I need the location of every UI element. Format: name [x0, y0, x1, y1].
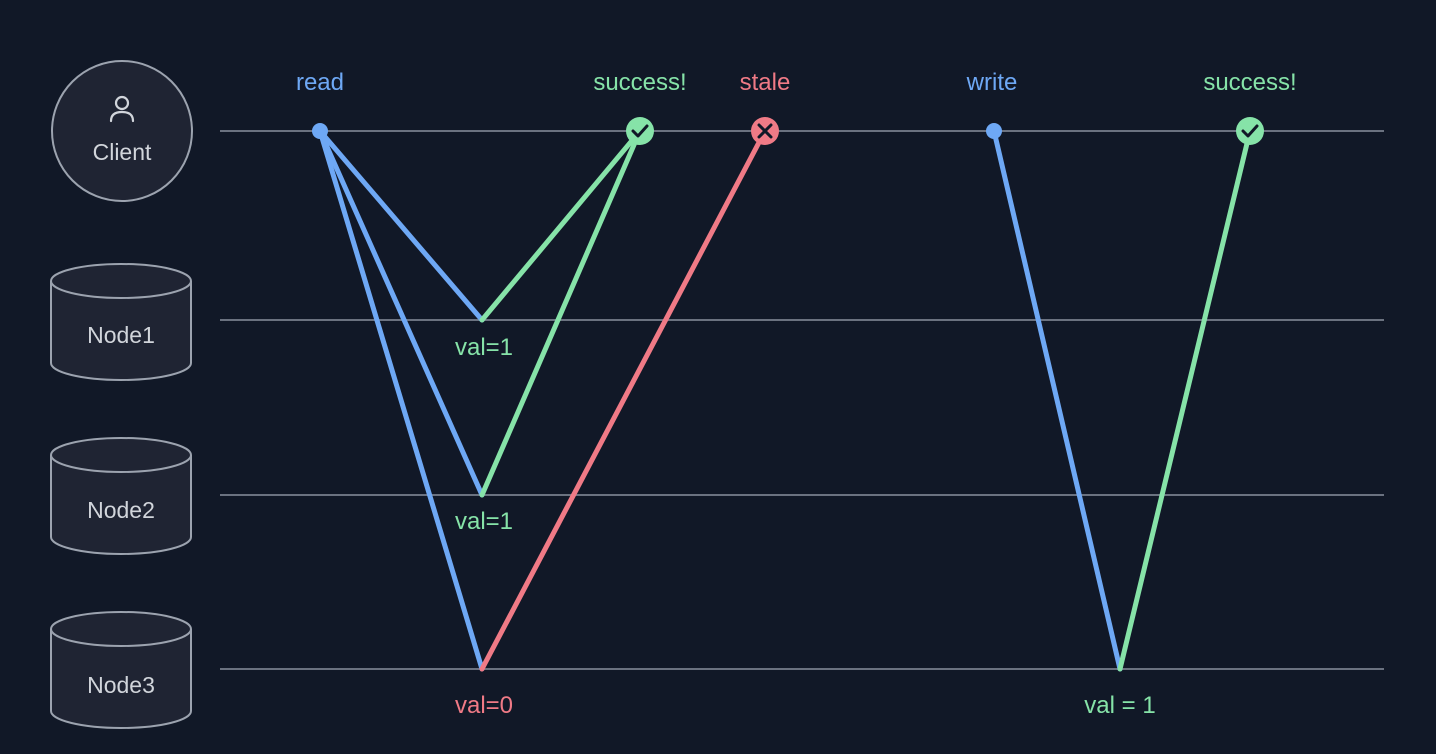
node2-label: Node2	[87, 497, 155, 523]
node3-actor: Node3	[50, 611, 192, 729]
node3-write-value-label: val = 1	[1084, 692, 1155, 719]
read-request-node2	[317, 128, 485, 498]
read-success-label: success!	[593, 69, 686, 96]
user-icon	[109, 95, 135, 123]
read-response-node1	[479, 128, 643, 323]
node2-value-label: val=1	[455, 508, 513, 535]
read-start-dot	[312, 123, 328, 139]
write-success-check-icon	[1236, 117, 1264, 145]
client-actor: Client	[51, 60, 193, 202]
stale-x-icon	[751, 117, 779, 145]
write-response-node3	[1117, 128, 1253, 672]
database-cylinder-icon	[50, 437, 192, 555]
read-request-node3	[317, 128, 485, 672]
node2-actor: Node2	[50, 437, 192, 555]
node1-value-label: val=1	[455, 334, 513, 361]
read-label: read	[296, 69, 344, 96]
write-success-label: success!	[1203, 69, 1296, 96]
read-response-node3-stale	[479, 128, 768, 672]
database-cylinder-icon	[50, 611, 192, 729]
read-response-node2	[479, 128, 643, 498]
read-success-check-icon	[626, 117, 654, 145]
node1-actor: Node1	[50, 263, 192, 381]
node3-value-label: val=0	[455, 692, 513, 719]
client-label: Client	[93, 139, 152, 165]
read-request-node1	[317, 128, 485, 323]
write-request-node3	[991, 128, 1123, 672]
stale-label: stale	[740, 69, 791, 96]
node1-label: Node1	[87, 322, 155, 348]
database-cylinder-icon	[50, 263, 192, 381]
node3-label: Node3	[87, 672, 155, 698]
write-label: write	[966, 69, 1018, 96]
write-start-dot	[986, 123, 1002, 139]
